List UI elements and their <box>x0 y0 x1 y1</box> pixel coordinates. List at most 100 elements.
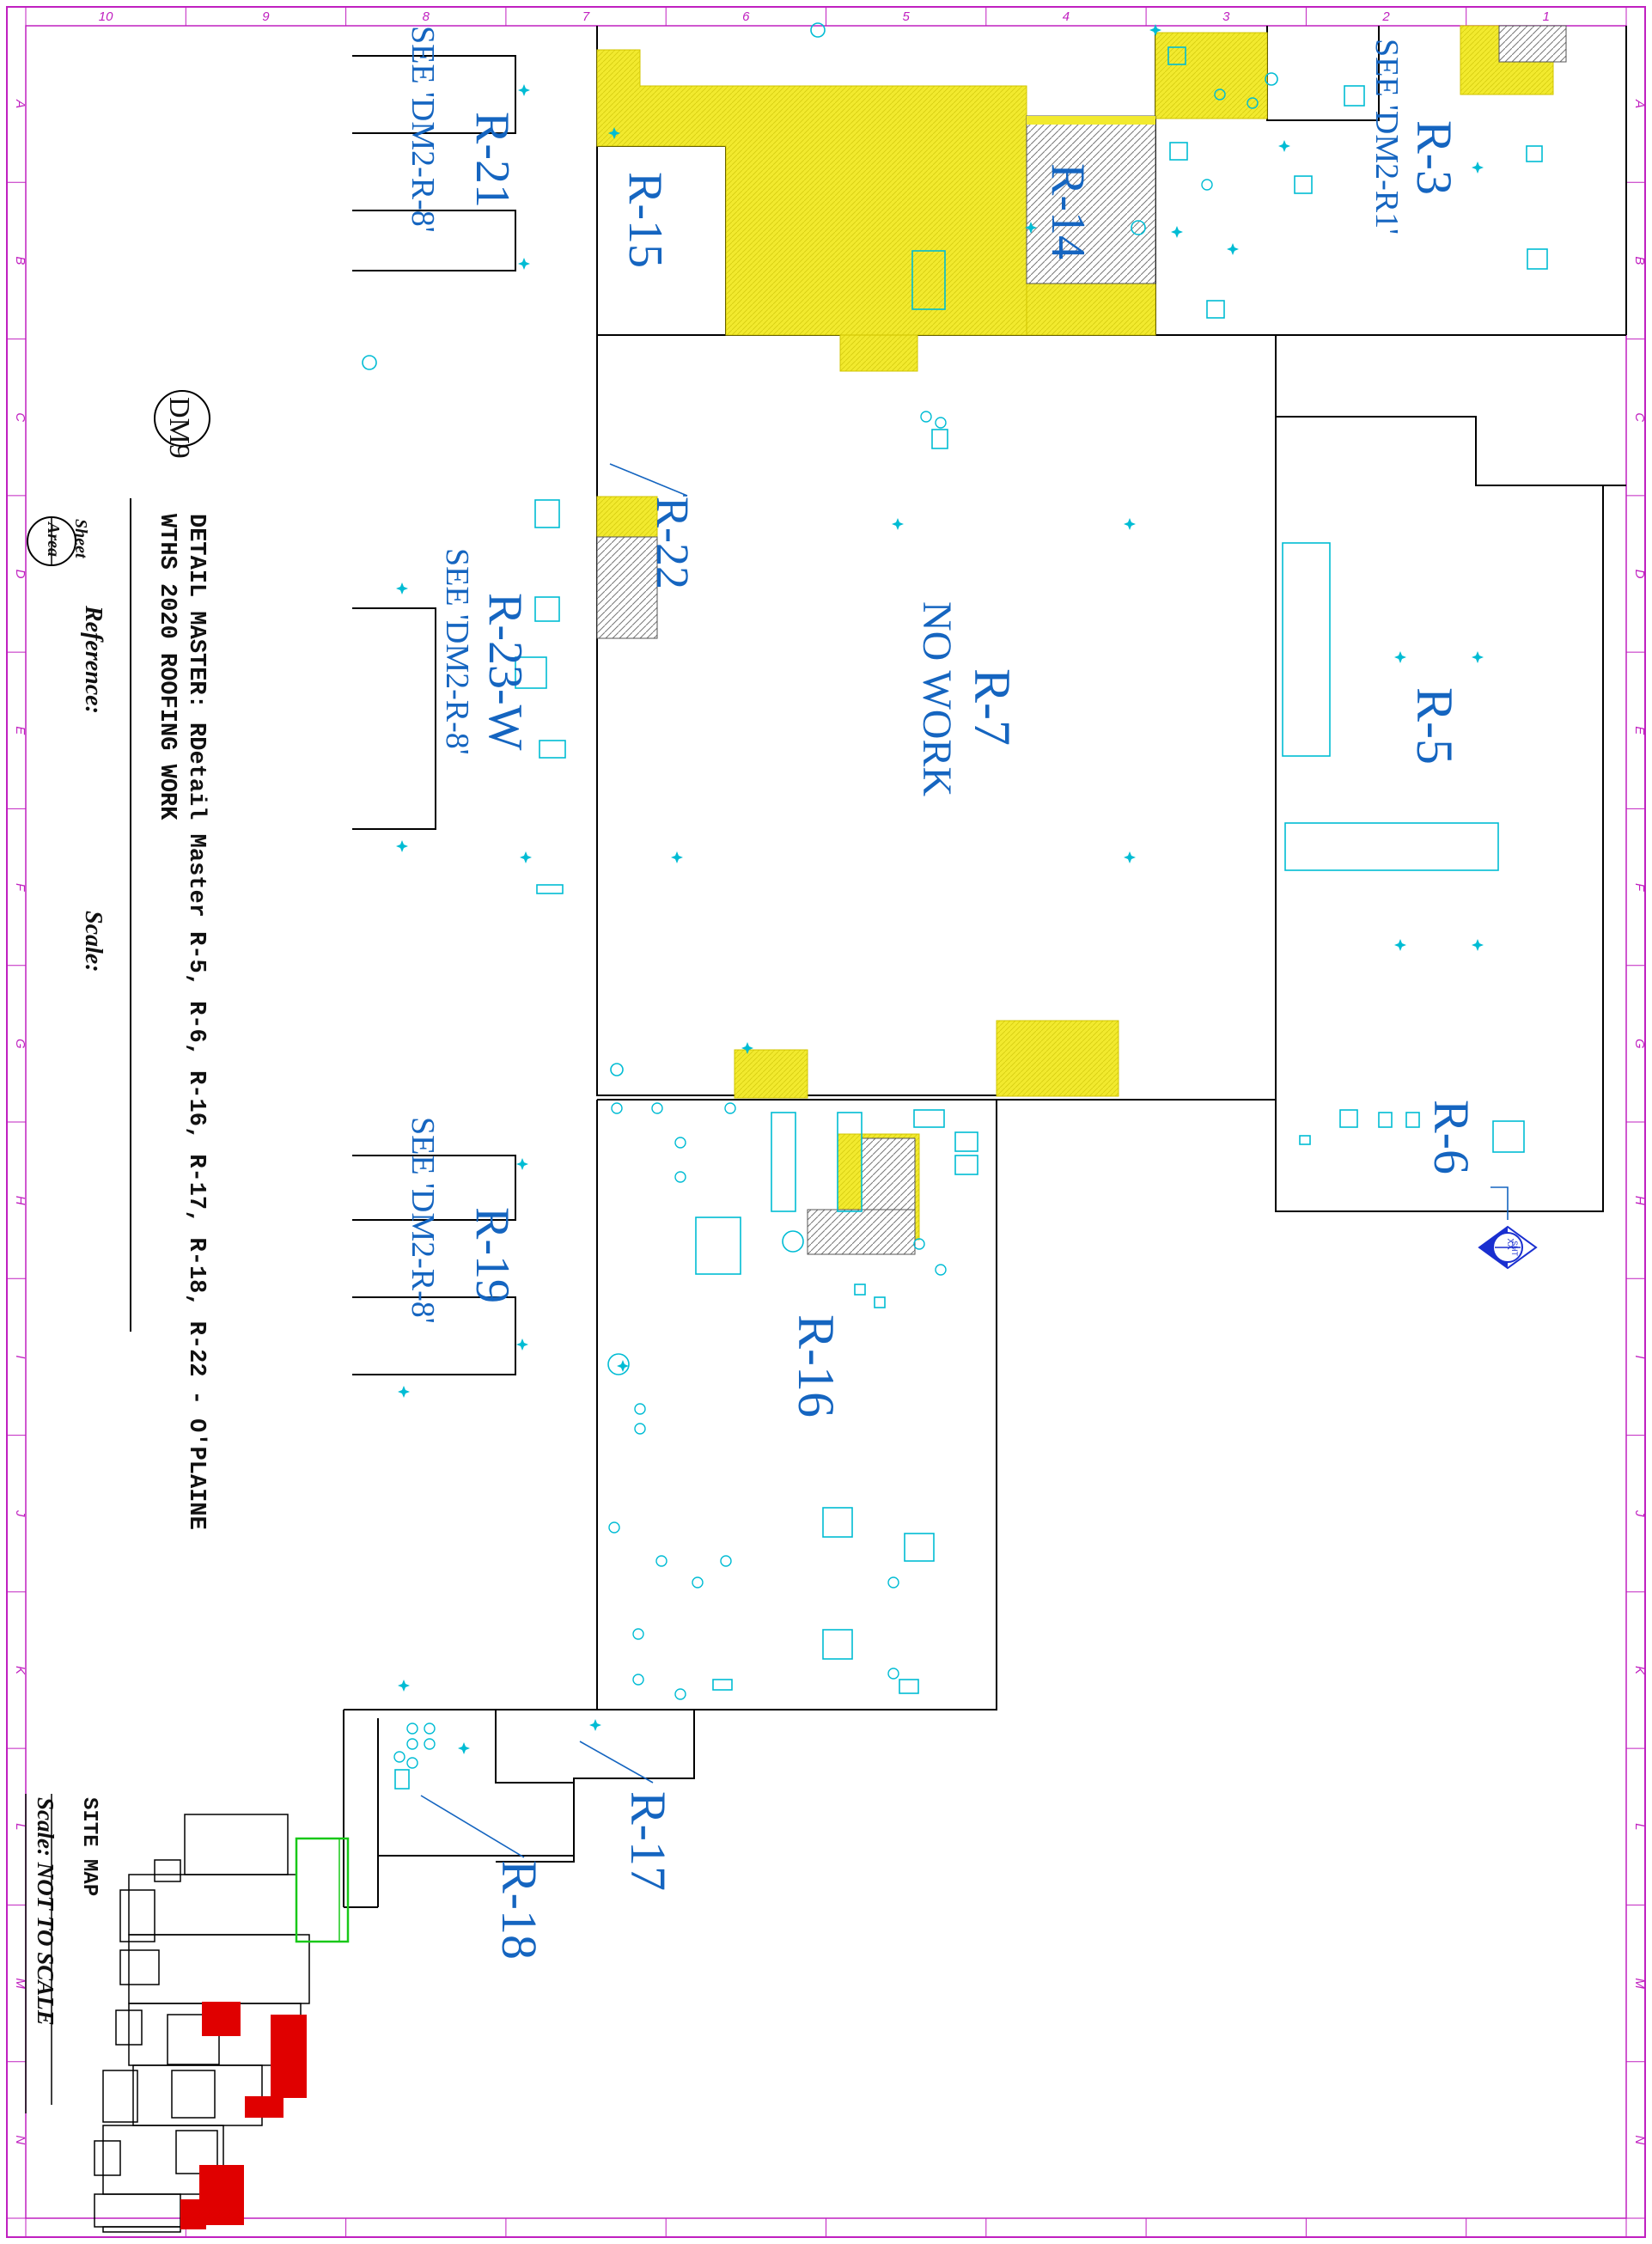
label-r3-ref: SEE 'DM2-R1' <box>1369 39 1405 235</box>
grid-row-label: C <box>13 412 27 422</box>
grid-row-label: D <box>1632 570 1647 579</box>
site-map-highlight <box>180 2002 307 2229</box>
label-r7: R-7 <box>964 668 1021 746</box>
label-r21: R-21 <box>466 112 519 208</box>
grid-row-label: G <box>1632 1039 1647 1049</box>
label-r19: R-19 <box>466 1207 519 1303</box>
label-r23-ref: SEE 'DM2-R-8' <box>439 548 475 755</box>
grid-row-label: I <box>13 1355 27 1358</box>
title-line-1: DETAIL MASTER: RDetail Master R-5, R-6, … <box>183 514 209 1530</box>
grid-col-label: 6 <box>742 9 750 24</box>
grid-row-label: I <box>1632 1355 1647 1358</box>
drain-marker <box>398 1386 410 1398</box>
grid-col-label: 10 <box>99 9 113 24</box>
grid-row-label: M <box>1632 1978 1647 1989</box>
label-r6: R-6 <box>1423 1100 1479 1174</box>
grid-col-label: 2 <box>1381 9 1390 24</box>
equipment-circle <box>632 1628 644 1640</box>
grid-col-label: 7 <box>582 9 590 24</box>
grid-col-label: 9 <box>262 9 270 24</box>
equipment-circle <box>424 1738 436 1750</box>
label-r19-ref: SEE 'DM2-R-8' <box>405 1117 441 1324</box>
drain-marker <box>1472 651 1484 663</box>
drain-marker <box>516 1158 528 1170</box>
drain-marker <box>671 851 683 863</box>
equipment-circle <box>1247 97 1259 109</box>
rooftop-equipment <box>362 22 1548 1790</box>
equipment-circle <box>632 1674 644 1686</box>
grid-col-label: 1 <box>1543 9 1550 24</box>
equipment-circle <box>634 1403 646 1415</box>
equipment-circle <box>424 1723 436 1735</box>
grid-row-label: J <box>13 1509 27 1517</box>
equipment-circle <box>1214 88 1226 101</box>
label-r23: R-23-W <box>479 593 532 751</box>
equipment-circle <box>674 1171 686 1183</box>
grid-row-label: A <box>13 99 27 108</box>
drain-marker <box>518 84 530 96</box>
grid-row-label: M <box>13 1978 27 1989</box>
equipment-circle <box>611 1102 623 1114</box>
site-map-title: SITE MAP <box>77 1797 101 1896</box>
drain-marker <box>1124 518 1136 530</box>
label-r17: R-17 <box>620 1791 676 1891</box>
leader-lines <box>420 463 1509 1858</box>
equipment-circle <box>887 1576 899 1588</box>
drain-marker <box>520 851 532 863</box>
grid-col-label: 4 <box>1063 9 1070 24</box>
drain-marker <box>1171 226 1183 238</box>
sheet-word: Sheet <box>71 519 90 559</box>
label-r5: R-5 <box>1406 687 1463 765</box>
grid-row-label: H <box>13 1196 27 1205</box>
equipment-circle <box>406 1738 418 1750</box>
equipment-circle <box>634 1423 646 1435</box>
drain-marker <box>741 1042 753 1054</box>
label-r7-note: NO WORK <box>914 601 960 796</box>
scale-label: Scale: <box>80 911 107 973</box>
label-r21-ref: SEE 'DM2-R-8' <box>405 26 441 233</box>
label-r3: R-3 <box>1406 120 1462 195</box>
equipment-circle <box>651 1102 663 1114</box>
title-block <box>27 390 210 1332</box>
equipment-circle <box>720 1555 732 1567</box>
grid-row-label: N <box>1632 2135 1647 2144</box>
section-marker-top: XX <box>1505 1238 1515 1250</box>
grid-row-label: E <box>1632 726 1647 735</box>
area-word: Area <box>44 521 63 557</box>
drain-marker <box>1278 140 1290 152</box>
grid-row-label: B <box>13 256 27 265</box>
grid-col-label: 3 <box>1222 9 1230 24</box>
drain-marker <box>1025 222 1037 234</box>
grid-row-label: L <box>13 1823 27 1830</box>
equipment-circle <box>406 1723 418 1735</box>
label-r14: R-14 <box>1041 163 1094 259</box>
grid-row-label: D <box>13 570 27 579</box>
equipment-circle <box>724 1102 736 1114</box>
grid-row-label: E <box>13 726 27 735</box>
grid-row-label: L <box>1632 1823 1647 1830</box>
site-map-scale: Scale: NOT TO SCALE <box>33 1797 58 2026</box>
drain-marker <box>1394 939 1406 951</box>
equipment-circle <box>393 1751 405 1763</box>
equipment-circle <box>935 417 947 429</box>
label-r16: R-16 <box>788 1314 844 1418</box>
equipment-circle <box>655 1555 668 1567</box>
section-marker <box>1478 1225 1538 1270</box>
building-outlines <box>343 26 1627 1908</box>
grid-row-label: N <box>13 2135 27 2144</box>
drain-marker <box>589 1719 601 1731</box>
work-areas <box>596 25 1554 1241</box>
drain-marker <box>518 258 530 270</box>
grid-row-label: K <box>1632 1666 1647 1675</box>
drain-marker <box>608 127 620 139</box>
equipment-circle <box>887 1668 899 1680</box>
drain-marker <box>458 1742 470 1754</box>
grid-row-label: F <box>1632 883 1647 892</box>
drain-marker <box>1149 24 1161 36</box>
drain-marker <box>1394 651 1406 663</box>
equipment-circle <box>608 1521 620 1534</box>
equipment-circle <box>674 1137 686 1149</box>
title-line-2: WTHS 2020 ROOFING WORK <box>154 514 180 820</box>
